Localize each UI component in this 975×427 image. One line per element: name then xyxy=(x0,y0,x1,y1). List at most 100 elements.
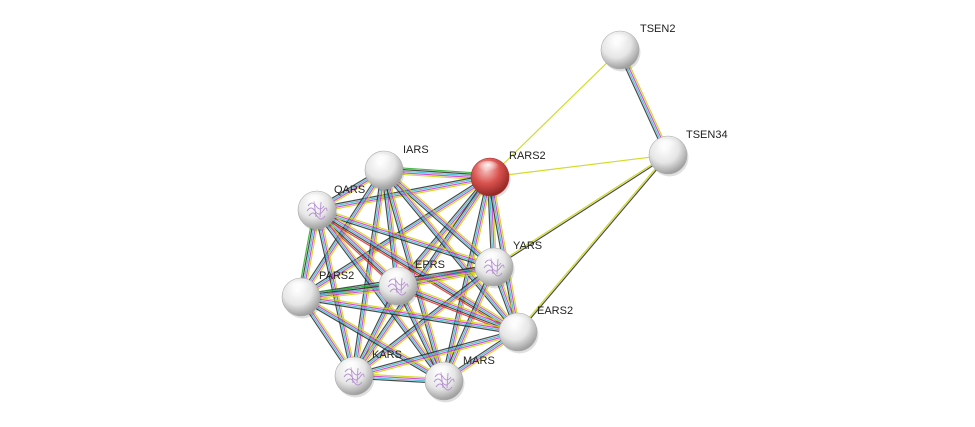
node-highlight xyxy=(384,269,408,284)
edge-line-textmining xyxy=(398,282,520,330)
edge-line-textmining xyxy=(516,154,668,332)
edge-line-textmining xyxy=(355,268,496,379)
edge-line-textmining xyxy=(621,48,671,155)
edge-line-textmining xyxy=(318,206,520,330)
edge-line-coexpression xyxy=(300,298,518,335)
edge-line-textmining xyxy=(317,207,495,266)
node-highlight xyxy=(287,280,311,295)
edge-qars-yars xyxy=(316,207,495,270)
edge-line-coexpression xyxy=(441,176,489,381)
node-highlight xyxy=(476,160,500,175)
edge-line-database xyxy=(353,265,494,376)
node-label: KARS xyxy=(372,349,402,361)
edge-line-experiments xyxy=(384,168,495,267)
edge-line-database xyxy=(316,209,519,333)
edge-line-experiments xyxy=(354,267,495,378)
edge-eprs-ears2 xyxy=(396,282,520,336)
node-highlight xyxy=(340,359,364,374)
node-mars[interactable]: MARS xyxy=(424,355,495,403)
node-label: YARS xyxy=(513,240,542,252)
edge-line-database xyxy=(353,330,518,376)
edge-line-coexpression xyxy=(518,155,670,333)
node-highlight xyxy=(430,364,454,379)
edge-ears2-kars xyxy=(353,329,519,379)
node-ears2[interactable]: EARS2 xyxy=(498,305,573,354)
edge-iars-kars xyxy=(351,169,387,377)
edge-qars-ears2 xyxy=(315,206,520,336)
edge-line-experiments xyxy=(398,283,519,332)
edge-line-textmining xyxy=(354,333,519,379)
edge-line-fusion xyxy=(315,212,517,336)
node-label: EPRS xyxy=(415,259,445,271)
edge-line-experiments xyxy=(384,169,446,381)
node-label: TSEN34 xyxy=(686,129,728,141)
node-label: IARS xyxy=(403,144,429,156)
edge-line-coexpression xyxy=(617,50,667,157)
edge-line-textmining xyxy=(489,154,669,178)
node-tsen34[interactable]: TSEN34 xyxy=(648,129,728,177)
edge-line-database xyxy=(352,169,384,376)
edge-line-textmining xyxy=(445,177,493,382)
edge-line-textmining xyxy=(301,294,446,380)
edge-tsen34-ears2 xyxy=(516,154,670,333)
node-label: RARS2 xyxy=(509,150,546,162)
node-label: QARS xyxy=(334,184,365,196)
node-qars[interactable]: QARS xyxy=(297,184,365,232)
node-yars[interactable]: YARS xyxy=(474,240,542,289)
node-tsen2[interactable]: TSEN2 xyxy=(600,23,675,72)
edge-line-experiments xyxy=(317,208,495,267)
edge-line-experiments xyxy=(317,208,520,332)
edge-line-experiments xyxy=(301,295,445,381)
edge-line-coexpression xyxy=(299,298,444,384)
edge-line-database xyxy=(382,170,398,287)
edge-line-coexpression xyxy=(395,175,489,285)
edge-line-coexpression xyxy=(381,171,517,334)
node-highlight xyxy=(654,138,678,153)
edge-line-textmining xyxy=(355,170,387,377)
node-rars2[interactable]: RARS2 xyxy=(470,150,546,199)
node-label: MARS xyxy=(463,355,495,367)
edge-layer xyxy=(297,48,671,384)
edge-line-coexpression xyxy=(314,211,443,383)
node-pars2[interactable]: PARS2 xyxy=(281,270,354,319)
edge-tsen2-rars2 xyxy=(489,49,621,178)
edge-line-textmining xyxy=(385,167,496,266)
edge-line-textmining xyxy=(301,294,519,331)
edge-line-database xyxy=(442,176,490,381)
edge-line-experiments xyxy=(354,170,386,377)
edge-line-experiments xyxy=(354,332,519,378)
node-iars[interactable]: IARS xyxy=(364,144,429,192)
edge-tsen34-yars xyxy=(493,153,669,269)
node-highlight xyxy=(303,193,327,208)
edge-line-coexpression xyxy=(494,155,669,269)
edge-line-coexpression xyxy=(353,329,518,375)
edge-line-database xyxy=(316,210,494,269)
edge-line-experiments xyxy=(301,295,519,332)
node-highlight xyxy=(480,250,504,265)
edge-line-database xyxy=(315,210,444,382)
edge-tsen34-rars2 xyxy=(489,154,669,178)
node-highlight xyxy=(504,315,528,330)
edge-pars2-mars xyxy=(299,294,446,384)
node-highlight xyxy=(606,33,630,48)
edge-line-database xyxy=(383,170,494,269)
edge-line-textmining xyxy=(489,49,621,178)
edge-line-coexpression xyxy=(382,171,493,270)
node-label: PARS2 xyxy=(319,270,354,282)
node-highlight xyxy=(370,153,394,168)
edge-line-coexpression xyxy=(315,210,518,334)
edge-line-experiments xyxy=(444,267,496,382)
node-kars[interactable]: KARS xyxy=(334,349,402,398)
edge-line-coexpression xyxy=(316,211,494,270)
node-label: EARS2 xyxy=(537,305,573,317)
node-eprs[interactable]: EPRS xyxy=(378,259,445,308)
edge-line-textmining xyxy=(385,169,447,381)
edge-line-database xyxy=(300,297,518,334)
edge-line-textmining xyxy=(385,168,521,331)
edge-line-textmining xyxy=(302,170,387,299)
node-label: TSEN2 xyxy=(640,23,675,35)
edge-line-database xyxy=(397,285,519,333)
edge-line-textmining xyxy=(493,153,668,267)
